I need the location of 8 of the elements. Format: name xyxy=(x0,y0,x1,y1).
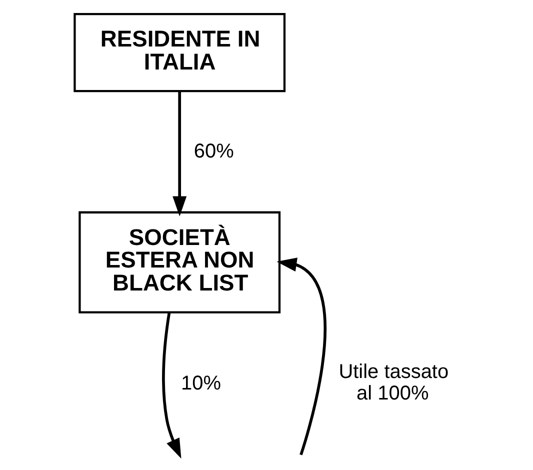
arrow xyxy=(172,91,186,216)
edge-label: 60% xyxy=(193,140,234,163)
node-box: SOCIETÀ ESTERA NON BLACK LIST xyxy=(78,211,280,314)
arrow xyxy=(276,258,326,456)
node-box: RESIDENTE IN ITALIA xyxy=(73,12,286,92)
arrow xyxy=(162,312,181,459)
edge-label: Utile tassato al 100% xyxy=(338,361,448,405)
edge-label: 10% xyxy=(180,372,220,395)
